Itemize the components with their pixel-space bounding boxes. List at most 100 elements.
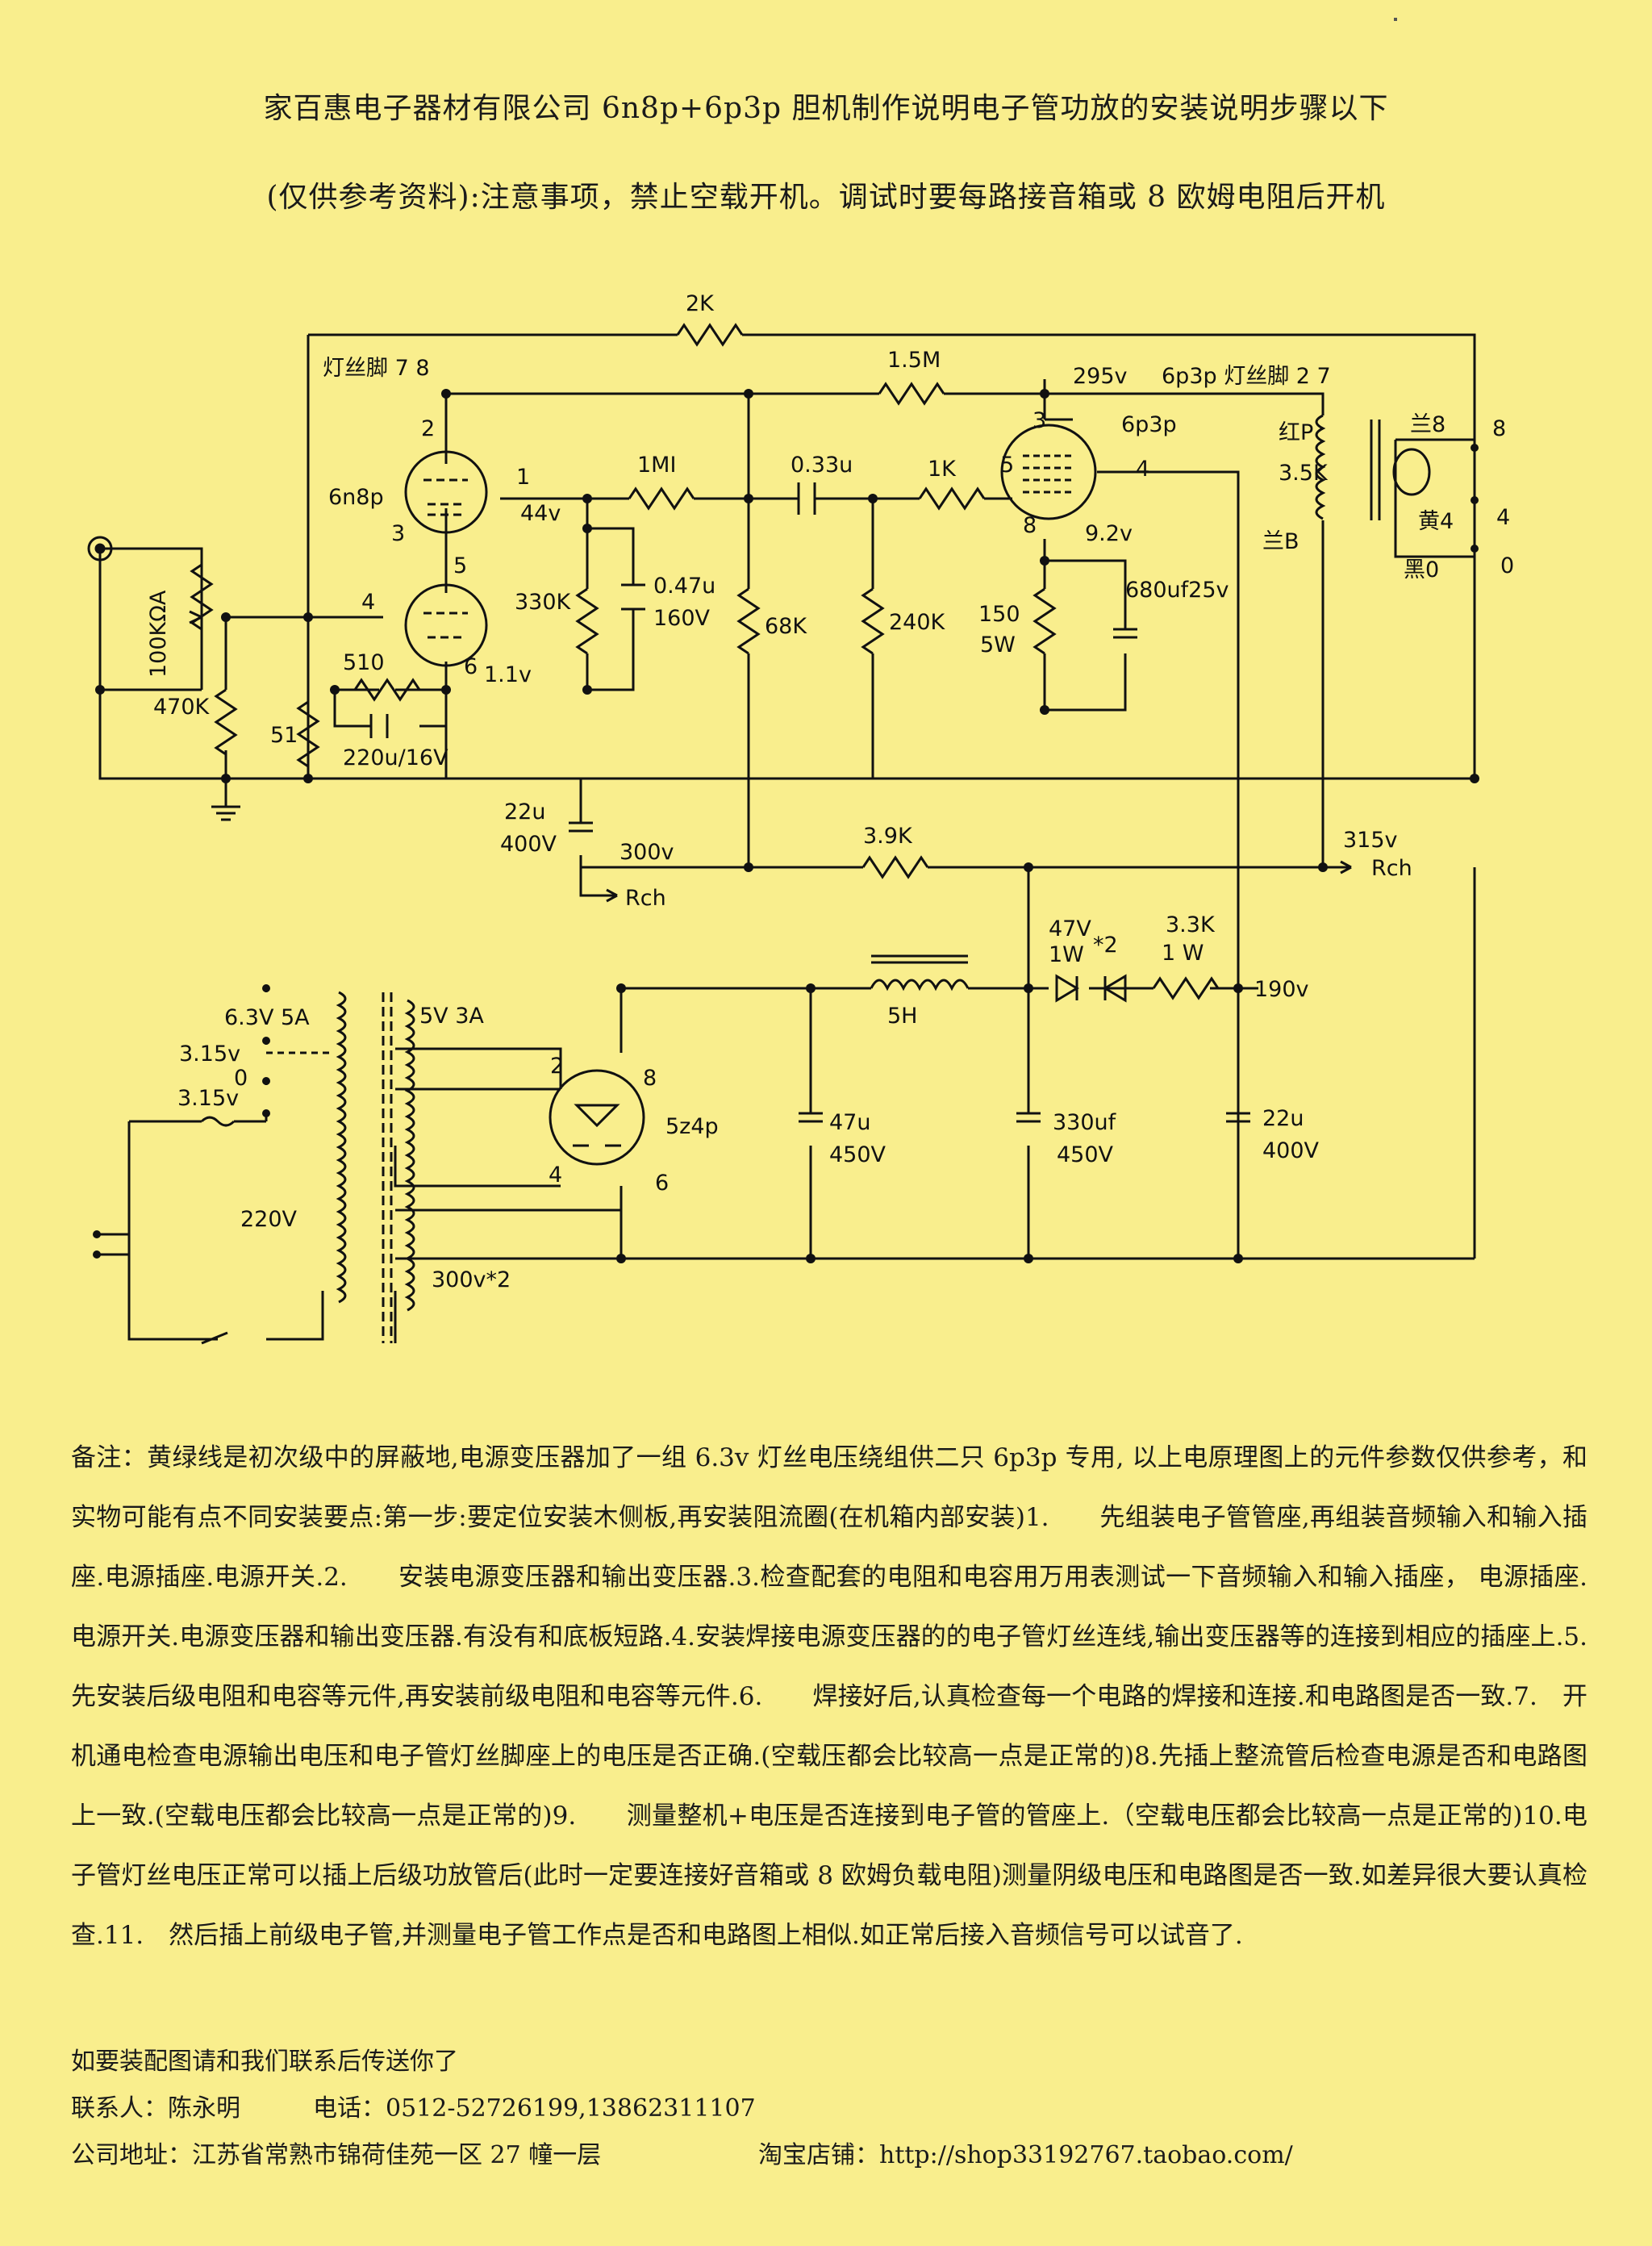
label-3-9k: 3.9K (863, 824, 913, 849)
label-6p3p-pin8: 8 (1023, 513, 1037, 538)
label-pin5: 5 (453, 553, 467, 578)
power-switch (200, 1116, 236, 1345)
label-rch: Rch (625, 886, 666, 911)
label-470k: 470K (153, 695, 211, 720)
label-tube-6n8p: 6n8p (328, 485, 384, 510)
amplifier-schematic: 2K 灯丝脚 7 8 1.5M 295v 6p3p 灯丝脚 2 7 6p3p 6… (87, 291, 1514, 1345)
label-330uf: 330uf (1053, 1110, 1117, 1135)
capacitor-680u (1113, 628, 1137, 639)
tube-6p3p (1000, 424, 1097, 520)
resistor-470k (215, 688, 237, 756)
label-term4: 4 (1496, 505, 1510, 530)
resistor-68k (737, 587, 760, 655)
label-47u: 47u (829, 1110, 870, 1135)
label-1-1v: 1.1v (484, 662, 532, 687)
capacitors (369, 482, 1250, 1123)
label-tx-3-15b: 3.15v (177, 1086, 239, 1111)
shop-link[interactable]: 淘宝店铺：http://shop33192767.taobao.com/ (758, 2141, 1293, 2169)
label-6p3p-pin3: 3 (1032, 408, 1046, 433)
label-ot-red: 红P (1279, 420, 1313, 445)
label-pin6: 6 (464, 654, 478, 679)
label-1m: 1MI (637, 453, 676, 478)
label-240k: 240K (889, 610, 946, 635)
tube-6n8p (404, 450, 488, 667)
label-tx-5v: 5V 3A (419, 1004, 484, 1029)
capacitor-033u (797, 482, 816, 515)
label-tx-3-15a: 3.15v (179, 1042, 240, 1067)
capacitor-330uf (1016, 1112, 1041, 1123)
label-220u: 220u/16V (343, 745, 448, 770)
resistor-1m (628, 487, 695, 510)
capacitor-220u (369, 714, 389, 738)
label-pin3: 3 (391, 521, 405, 546)
ground-symbol (211, 805, 240, 821)
label-150: 150 (978, 602, 1020, 627)
label-400v-top: 400V (500, 832, 557, 857)
label-filament-left: 灯丝脚 7 8 (323, 356, 430, 381)
label-term8: 8 (1492, 416, 1506, 441)
label-315v: 315v (1343, 828, 1398, 853)
label-rect-pin6: 6 (655, 1171, 669, 1196)
resistor-150 (1033, 587, 1056, 655)
header-title: 家百惠电子器材有限公司 6n8p+6p3p 胆机制作说明电子管功放的安装说明步骤… (263, 92, 1389, 125)
label-3-3k: 3.3K (1166, 912, 1216, 937)
label-ot-yellow4: 黄4 (1418, 509, 1454, 534)
capacitor-22u-top (569, 821, 593, 833)
label-ot-black0: 黑0 (1404, 557, 1439, 582)
contact-person-phone: 联系人：陈永明 电话：0512-52726199,13862311107 (71, 2094, 756, 2123)
contact-intro: 如要装配图请和我们联系后传送你了 (71, 2048, 458, 2076)
label-5z4p: 5z4p (665, 1114, 719, 1139)
junction-dots (93, 389, 1479, 1263)
label-x2: *2 (1093, 933, 1118, 958)
label-tx-220v: 220V (240, 1207, 298, 1232)
label-pot: 100KΩA (146, 590, 171, 678)
label-450v-b: 450V (1057, 1142, 1114, 1167)
label-rect-pin8: 8 (643, 1066, 657, 1091)
label-pin4: 4 (361, 590, 375, 615)
label-ot-blue-b: 兰B (1262, 529, 1299, 554)
label-300v: 300v (620, 840, 674, 865)
label-rch-right: Rch (1371, 856, 1412, 881)
label-22u-bottom: 22u (1262, 1106, 1304, 1131)
label-6p3p-pin4: 4 (1136, 457, 1149, 482)
power-transformer (266, 991, 415, 1343)
label-400v-bottom: 400V (1262, 1138, 1320, 1163)
label-190v: 190v (1254, 977, 1309, 1002)
label-tx-6-3v: 6.3V 5A (224, 1005, 310, 1030)
output-transformer (1315, 414, 1475, 558)
label-diode-1w: 1W (1049, 942, 1084, 967)
label-510: 510 (343, 650, 385, 675)
label-1w: 1 W (1162, 941, 1204, 966)
label-450v-a: 450V (829, 1142, 886, 1167)
label-160v: 160V (653, 606, 711, 631)
label-tube-6p3p: 6p3p (1121, 412, 1177, 437)
scan-speck (1394, 18, 1397, 21)
resistor-1-5m (878, 382, 945, 405)
label-term0: 0 (1500, 553, 1514, 578)
label-68k: 68K (765, 614, 807, 639)
label-5h: 5H (887, 1004, 917, 1029)
label-047u: 0.47u (653, 574, 715, 599)
label-2k: 2K (686, 291, 715, 316)
label-6p3p-pin5: 5 (1000, 453, 1014, 478)
label-22u-top: 22u (504, 799, 545, 825)
choke-5h (870, 954, 970, 991)
company-address: 公司地址：江苏省常熟市锦荷佳苑一区 27 幢一层 (71, 2141, 602, 2169)
label-ot-blue8: 兰8 (1410, 412, 1446, 437)
label-rect-pin4: 4 (549, 1163, 562, 1188)
label-44v: 44v (520, 501, 561, 526)
rch-arrows (606, 860, 1352, 903)
tube-5z4p (549, 1069, 645, 1166)
label-tx-300v: 300v*2 (432, 1267, 511, 1292)
capacitor-047u (621, 583, 645, 611)
header-warning: (仅供参考资料):注意事项，禁止空载开机。调试时要每路接音箱或 8 欧姆电阻后开… (266, 181, 1386, 214)
label-1k: 1K (928, 457, 957, 482)
label-5w: 5W (980, 632, 1016, 658)
installation-notes: 备注：黄绿线是初次级中的屏蔽地,电源变压器加了一组 6.3v 灯丝电压绕组供二只… (71, 1443, 1612, 1950)
label-rect-pin2: 2 (550, 1054, 564, 1079)
resistor-1k (918, 487, 986, 510)
label-pin2: 2 (421, 416, 435, 441)
label-680uf: 680uf25v (1125, 578, 1229, 603)
label-295v: 295v (1073, 364, 1128, 389)
resistor-240k (861, 587, 884, 655)
